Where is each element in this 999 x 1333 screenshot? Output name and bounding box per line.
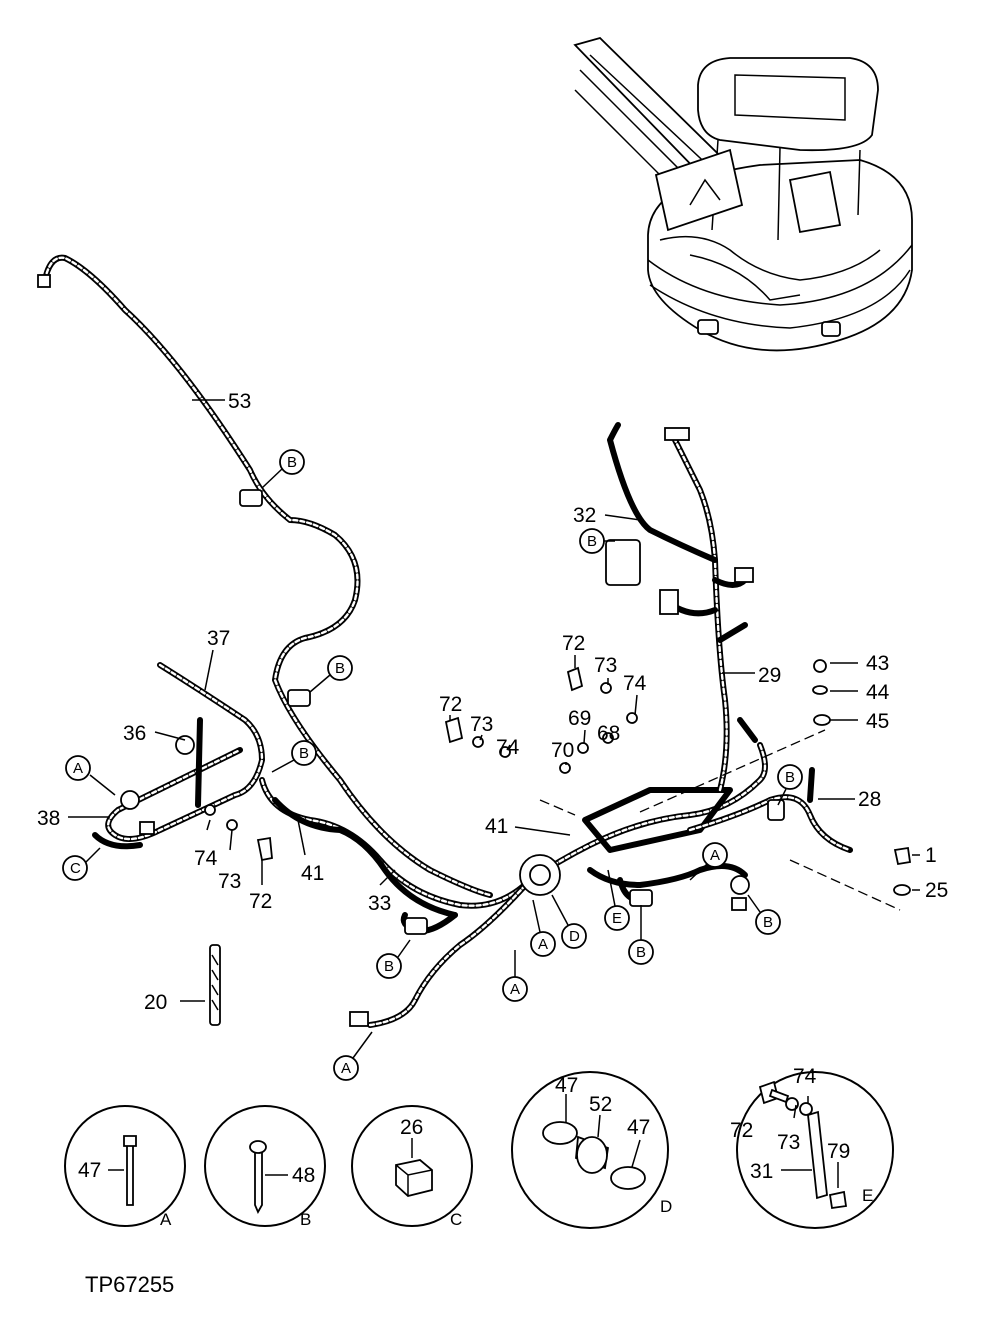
svg-text:B: B (587, 533, 597, 550)
relay-block (605, 539, 641, 586)
callout-33: 33 (368, 892, 391, 915)
callout-70: 70 (551, 739, 574, 762)
svg-text:79: 79 (827, 1140, 850, 1163)
detail-d: 47 52 47 D (511, 1071, 672, 1229)
callout-numbers: 53 37 36 38 74 73 72 41 33 20 32 29 72 7… (37, 390, 948, 1014)
svg-text:31: 31 (750, 1160, 773, 1183)
callout-73-center: 73 (470, 713, 493, 736)
svg-text:B: B (299, 745, 309, 762)
svg-text:D: D (569, 928, 580, 945)
detail-a: 47 A (64, 1105, 186, 1229)
svg-text:B: B (287, 454, 297, 471)
callout-37: 37 (207, 627, 230, 650)
callout-41-center: 41 (485, 815, 508, 838)
svg-text:A: A (160, 1210, 172, 1229)
detail-b: 48 B (204, 1105, 326, 1229)
callout-1: 1 (925, 844, 937, 867)
callout-74-center: 74 (496, 736, 520, 759)
callout-72-mid: 72 (562, 632, 585, 655)
ref-b-32: B (579, 528, 615, 554)
svg-text:74: 74 (793, 1065, 817, 1088)
svg-text:A: A (341, 1060, 351, 1077)
callout-73-mid: 73 (594, 654, 617, 677)
ref-b-upper: B (309, 655, 353, 693)
ref-b-left: B (271, 740, 317, 773)
ref-a-lower: A (502, 950, 528, 1002)
callout-32: 32 (573, 504, 596, 527)
ref-a-right: A (689, 842, 728, 881)
svg-text:47: 47 (555, 1074, 578, 1097)
svg-text:A: A (710, 847, 720, 864)
callout-36: 36 (123, 722, 146, 745)
ref-a-left: A (65, 755, 116, 796)
svg-text:C: C (70, 860, 81, 877)
svg-text:B: B (384, 958, 394, 975)
svg-text:B: B (300, 1210, 311, 1229)
svg-text:72: 72 (730, 1119, 753, 1142)
callout-72-center: 72 (439, 693, 462, 716)
ref-b-53: B (261, 449, 305, 489)
callout-44: 44 (866, 681, 890, 704)
svg-text:A: A (538, 936, 548, 953)
ref-a-center: A (530, 899, 556, 957)
callout-38: 38 (37, 807, 60, 830)
callout-43: 43 (866, 652, 889, 675)
ref-c-left: C (62, 847, 101, 881)
svg-text:A: A (510, 981, 520, 998)
svg-text:73: 73 (777, 1131, 800, 1154)
svg-text:B: B (335, 660, 345, 677)
detail-c: 26 C (351, 1105, 473, 1229)
callout-72-left: 72 (249, 890, 272, 913)
svg-text:48: 48 (292, 1164, 315, 1187)
svg-text:47: 47 (78, 1159, 101, 1182)
callout-69: 69 (568, 707, 591, 730)
excavator-illustration (573, 36, 913, 352)
leader-lines (68, 399, 920, 1002)
ref-b-bottom: B (628, 905, 654, 965)
svg-text:E: E (612, 910, 622, 927)
svg-text:E: E (862, 1186, 873, 1205)
callout-20: 20 (144, 991, 167, 1014)
svg-text:A: A (73, 760, 83, 777)
connectors (37, 274, 912, 1027)
svg-text:C: C (450, 1210, 462, 1229)
callout-29: 29 (758, 664, 781, 687)
ref-e: E (604, 869, 630, 931)
svg-text:26: 26 (400, 1116, 423, 1139)
ref-b-28: B (777, 764, 803, 806)
svg-text:B: B (763, 914, 773, 931)
wiring-harness (42, 254, 853, 1028)
diagram-code: TP67255 (85, 1272, 174, 1297)
svg-text:B: B (785, 769, 795, 786)
svg-text:47: 47 (627, 1116, 650, 1139)
callout-41-left: 41 (301, 862, 324, 885)
callout-68: 68 (597, 722, 620, 745)
callout-53: 53 (228, 390, 251, 413)
detail-e: 74 72 73 31 79 E (730, 1065, 894, 1229)
reference-bubbles: B B B A C B B (62, 449, 803, 1081)
ref-d: D (551, 894, 587, 949)
ref-b-lower: B (376, 939, 411, 979)
assembly-lines (539, 729, 901, 911)
ref-a-bottom: A (333, 1031, 373, 1081)
callout-25: 25 (925, 879, 948, 902)
callout-74-left: 74 (194, 847, 218, 870)
callout-74-mid: 74 (623, 672, 647, 695)
callout-73-left: 73 (218, 870, 241, 893)
svg-text:52: 52 (589, 1093, 612, 1116)
callout-28: 28 (858, 788, 881, 811)
callout-45: 45 (866, 710, 889, 733)
strap-20 (209, 944, 221, 1026)
ref-b-right: B (747, 894, 781, 935)
svg-text:B: B (636, 944, 646, 961)
svg-text:D: D (660, 1197, 672, 1216)
